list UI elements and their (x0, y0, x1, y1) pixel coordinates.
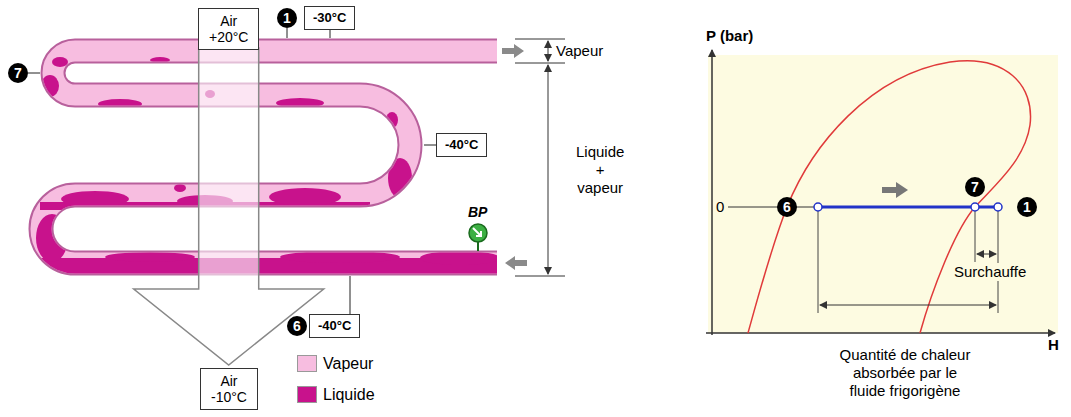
liquid-phase (269, 188, 341, 206)
callout-text: 7 (971, 180, 979, 194)
air-inlet-box: Air +20°C (198, 8, 259, 50)
temperature-box: -30°C (304, 6, 355, 30)
callout-text: 7 (14, 66, 22, 80)
liquid-phase (98, 99, 142, 109)
bracket-tick (515, 63, 565, 64)
box-text: -40°C (445, 137, 478, 152)
air-outlet-box: Air -10°C (200, 368, 258, 410)
drop-line (975, 211, 976, 262)
air-flow-arrow (134, 48, 324, 365)
flow-arrow (502, 44, 524, 58)
bracket-tick (515, 276, 565, 277)
evaporator-tube (36, 51, 510, 278)
liquid-phase (420, 251, 500, 265)
callout-text: 1 (1023, 200, 1031, 214)
box-text: Air +20°C (209, 13, 248, 45)
callout-text: 1 (283, 11, 291, 25)
axis-label: H (1048, 336, 1059, 354)
legend-swatch (297, 386, 317, 403)
gauge-stem (477, 242, 479, 251)
phase-label: Vapeur (556, 42, 603, 60)
liquid-phase (174, 184, 186, 192)
leader-line (350, 276, 351, 314)
pressure-gauge (469, 224, 487, 251)
callout-number: 7 (8, 63, 28, 83)
bracket-tick (515, 39, 565, 40)
liquid-phase (276, 98, 324, 108)
box-text: -40°C (318, 318, 351, 333)
legend-text: Liquide (323, 386, 375, 404)
liquid-phase (280, 251, 400, 263)
box-text: -30°C (313, 10, 346, 25)
callout-number: 7 (965, 177, 985, 197)
dimension-label: Surchauffe (952, 263, 1028, 281)
callout-number: 1 (1017, 197, 1037, 217)
state-point (994, 203, 1002, 211)
leader-line (424, 145, 436, 146)
gauge-dial (469, 224, 487, 242)
state-point (814, 203, 822, 211)
callout-text: 6 (293, 319, 301, 333)
caption-note: Quantité de chaleur absorbée par le flui… (836, 346, 974, 400)
legend-text: Vapeur (323, 355, 373, 373)
dimension-line (977, 254, 996, 255)
bracket-line (548, 41, 549, 61)
liquid-phase (150, 57, 170, 63)
tube-vapour (41, 51, 497, 263)
callout-number: 6 (287, 316, 307, 336)
dimension-line (820, 305, 996, 306)
phase-label: Liquide + vapeur (575, 142, 625, 198)
state-point (971, 203, 979, 211)
callout-number: 1 (277, 8, 297, 28)
box-text: Air -10°C (211, 373, 247, 405)
temperature-box: -40°C (309, 314, 360, 338)
gauge-needle (473, 228, 481, 236)
liquid-phase (36, 214, 68, 262)
callout-number: 6 (777, 197, 797, 217)
axis (706, 332, 1055, 334)
flow-arrow (502, 44, 527, 270)
liquid-phase (388, 158, 412, 198)
axis-label: P (bar) (706, 27, 753, 45)
drop-line (818, 211, 819, 313)
callout-text: 6 (783, 200, 791, 214)
bracket (515, 39, 565, 276)
liquid-phase (41, 75, 59, 97)
liquid-phase (386, 112, 398, 128)
pressure-line (728, 207, 818, 208)
liquid-phase (105, 252, 195, 262)
flow-arrow (505, 256, 527, 270)
leader-line (28, 73, 40, 74)
liquid-phase (52, 57, 68, 67)
axis-value: 0 (716, 198, 724, 216)
liquid-phase (61, 191, 129, 207)
drop-line (998, 211, 999, 313)
ph-chart (706, 50, 1055, 335)
temperature-box: -40°C (436, 133, 487, 157)
liquid-phase (36, 57, 510, 278)
chart-panel (708, 55, 1058, 333)
bracket-line (548, 65, 549, 274)
flow-arrow (882, 182, 908, 198)
leader-line (287, 28, 288, 38)
saturation-curve (748, 61, 1031, 333)
gauge-label: BP (468, 203, 487, 221)
axis (711, 50, 713, 335)
legend-swatch (297, 355, 317, 372)
chart-panel (708, 55, 1058, 333)
leader-line (330, 30, 331, 38)
tube-wall (41, 51, 497, 263)
